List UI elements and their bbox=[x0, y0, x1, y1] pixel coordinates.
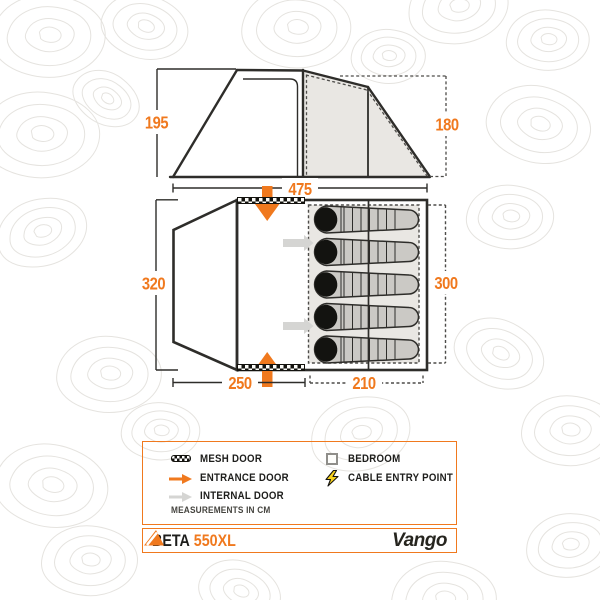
dim-total-length-label: 475 bbox=[288, 180, 312, 200]
dim-bg bbox=[141, 110, 172, 134]
sleeping-bag bbox=[312, 205, 420, 234]
model-number: 550XL bbox=[193, 530, 236, 550]
legend-label-cable-entry: CABLE ENTRY POINT bbox=[348, 472, 454, 484]
mesh-door-icon bbox=[171, 455, 191, 462]
internal-door-arrow-upper bbox=[283, 235, 314, 251]
dim-bg bbox=[282, 178, 318, 199]
vango-triangle-icon bbox=[144, 530, 164, 546]
sleeping-bag bbox=[312, 270, 420, 299]
legend-label-bedroom: BEDROOM bbox=[348, 453, 401, 465]
legend-label-mesh-door: MESH DOOR bbox=[200, 453, 263, 465]
brand-name: Vango bbox=[392, 529, 447, 551]
legend-label-internal-door: INTERNAL DOOR bbox=[200, 490, 284, 502]
side-elevation: 195 180 475 bbox=[141, 68, 463, 200]
dim-bg bbox=[346, 372, 382, 393]
internal-door-icon bbox=[169, 492, 192, 502]
cable-entry-icon bbox=[325, 470, 339, 487]
internal-door-arrow-lower bbox=[283, 318, 314, 334]
dim-bg bbox=[429, 271, 463, 294]
dim-bg bbox=[431, 112, 463, 136]
brand-logo: Vango bbox=[144, 529, 447, 552]
floor-plan: 320 300 250 210 bbox=[138, 186, 463, 393]
porch-outline bbox=[172, 197, 239, 372]
sleeping-bag bbox=[312, 302, 420, 332]
dim-living-length-label: 250 bbox=[228, 374, 252, 394]
dim-bg bbox=[222, 372, 258, 393]
sleeping-bag bbox=[312, 237, 420, 267]
dim-bedroom-length-label: 210 bbox=[352, 374, 376, 394]
elevation-bedroom-shaded bbox=[303, 72, 430, 176]
dim-plan-width-label: 320 bbox=[142, 274, 166, 294]
mesh-door-strip-top bbox=[237, 197, 305, 204]
dim-bedroom-width-label: 300 bbox=[434, 274, 458, 294]
bedroom-icon bbox=[326, 453, 338, 465]
dim-elevation-right-label: 180 bbox=[435, 115, 459, 135]
sleeping-bags bbox=[312, 205, 420, 364]
footer-bar: BETA 550XL Vango bbox=[142, 528, 457, 553]
elevation-door-outline bbox=[243, 78, 299, 176]
sleeping-bag bbox=[312, 335, 420, 364]
legend-label-entrance-door: ENTRANCE DOOR bbox=[200, 472, 289, 484]
dim-bg bbox=[138, 271, 170, 295]
dim-elevation-left-label: 195 bbox=[145, 113, 169, 133]
legend-box: MESH DOOR ENTRANCE DOOR INTERNAL DOOR ME… bbox=[142, 441, 457, 525]
mesh-door-strip-bottom bbox=[237, 364, 305, 371]
measurements-note: MEASUREMENTS IN CM bbox=[171, 505, 271, 515]
entrance-door-icon bbox=[169, 474, 192, 484]
